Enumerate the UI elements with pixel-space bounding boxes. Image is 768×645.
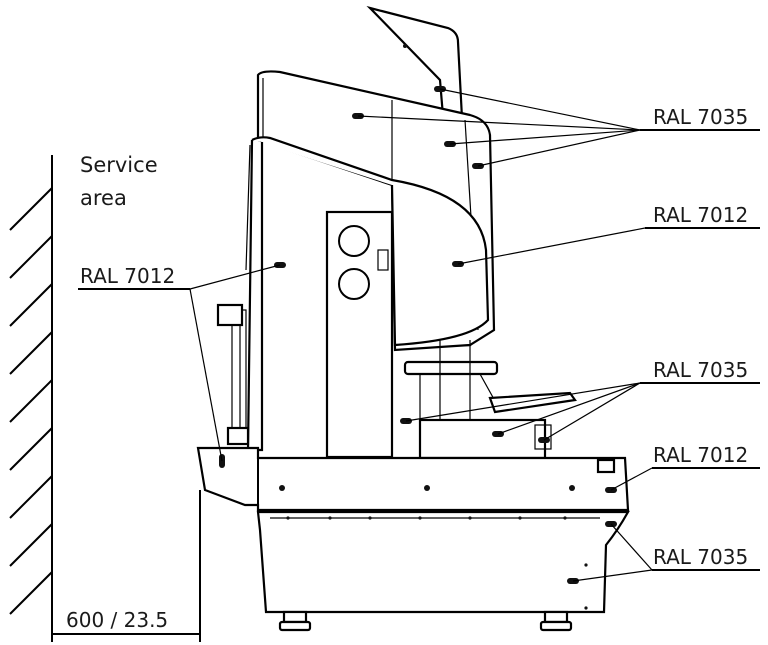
callout-ral-7035-mid: RAL 7035 [653, 358, 748, 382]
callout-ral-7035-top: RAL 7035 [653, 105, 748, 129]
callout-ral-7012-left: RAL 7012 [80, 264, 175, 288]
callout-ral-7012-lower: RAL 7012 [653, 443, 748, 467]
machine [196, 5, 630, 632]
leader-lines [78, 88, 760, 582]
service-area-label-line2: area [80, 186, 127, 210]
service-area-label-line1: Service [80, 153, 158, 177]
wall-hatching [9, 155, 53, 642]
dimension-line [52, 490, 201, 642]
callout-ral-7012-upper: RAL 7012 [653, 203, 748, 227]
callout-ral-7035-lower: RAL 7035 [653, 545, 748, 569]
dimension-label: 600 / 23.5 [66, 608, 168, 632]
